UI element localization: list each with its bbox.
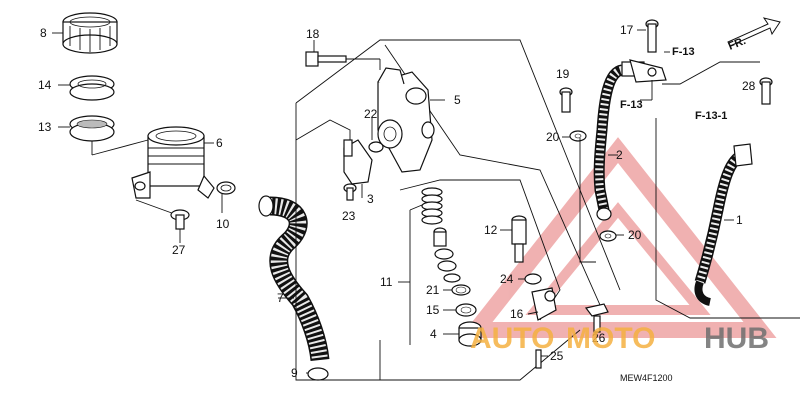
bolt-28 bbox=[759, 77, 773, 105]
callout-4: 4 bbox=[430, 327, 437, 341]
ref-f13-1: F-13-1 bbox=[695, 110, 727, 122]
callout-12: 12 bbox=[484, 223, 498, 237]
diaphragm bbox=[69, 115, 115, 142]
brake-hose-1 bbox=[694, 143, 753, 306]
callout-15: 15 bbox=[426, 303, 440, 317]
callout-18: 18 bbox=[306, 27, 320, 41]
callout-25: 25 bbox=[550, 349, 564, 363]
watermark-triangle bbox=[459, 137, 777, 338]
reference-labels: F-13 F-13 F-13-1 FR. MEW4F1200 bbox=[620, 35, 748, 383]
reservoir-hose bbox=[258, 195, 330, 362]
drawing-code: MEW4F1200 bbox=[620, 373, 673, 383]
callout-16: 16 bbox=[510, 307, 524, 321]
front-direction-arrow bbox=[727, 17, 781, 47]
callout-20b: 20 bbox=[628, 228, 642, 242]
callout-11: 11 bbox=[380, 275, 393, 289]
callout-17: 17 bbox=[620, 23, 634, 37]
watermark-auto: AUTO bbox=[470, 322, 554, 355]
callout-22: 22 bbox=[364, 107, 378, 121]
master-cylinder-body bbox=[377, 67, 445, 173]
callout-24: 24 bbox=[500, 272, 514, 286]
callout-10: 10 bbox=[216, 217, 230, 231]
callout-21: 21 bbox=[426, 283, 440, 297]
callout-1: 1 bbox=[736, 213, 743, 227]
callout-7: 7 bbox=[277, 291, 284, 305]
callout-28: 28 bbox=[742, 79, 756, 93]
callout-23: 23 bbox=[342, 209, 356, 223]
cap-plate bbox=[69, 75, 115, 101]
lock-nut-24 bbox=[518, 273, 542, 285]
guide-lines-right bbox=[579, 61, 800, 319]
sealing-washer-20b bbox=[599, 230, 624, 242]
piston bbox=[433, 227, 461, 283]
hose-clamp-9 bbox=[306, 367, 329, 381]
o-ring-22 bbox=[368, 118, 384, 153]
joint-pin-26 bbox=[584, 303, 609, 333]
push-rod-4 bbox=[443, 321, 482, 347]
watermark-moto: MOTO bbox=[566, 322, 655, 355]
watermark-logo: AUTO MOTO HUB bbox=[470, 322, 769, 355]
piston-spring bbox=[421, 187, 443, 225]
callout-labels: 8 14 13 6 10 27 7 9 18 5 22 3 23 11 21 1… bbox=[38, 23, 756, 380]
callout-19: 19 bbox=[556, 67, 570, 81]
callout-27: 27 bbox=[172, 243, 186, 257]
boot-15 bbox=[443, 303, 477, 317]
bolt-17 bbox=[637, 19, 659, 53]
screw-23 bbox=[343, 183, 357, 201]
joint-16 bbox=[527, 287, 557, 321]
inlet-joint bbox=[343, 139, 373, 198]
callout-6: 6 bbox=[216, 136, 223, 150]
bolt-19 bbox=[559, 87, 573, 113]
hose-clamp-10 bbox=[216, 181, 236, 195]
bolt-18 bbox=[305, 40, 381, 70]
piston-leader bbox=[398, 204, 423, 345]
cotter-pin-25 bbox=[535, 349, 548, 369]
sealing-washer-20a bbox=[562, 130, 587, 142]
hose-joint-top bbox=[629, 59, 667, 101]
watermark-hub: HUB bbox=[704, 322, 769, 355]
callout-14: 14 bbox=[38, 78, 52, 92]
callout-9: 9 bbox=[291, 366, 298, 380]
reservoir-body bbox=[131, 126, 215, 199]
callout-26: 26 bbox=[592, 331, 606, 345]
callout-20a: 20 bbox=[546, 130, 560, 144]
ref-f13-top: F-13 bbox=[672, 46, 695, 58]
bolt-27 bbox=[170, 209, 190, 230]
reservoir-cap bbox=[62, 12, 118, 54]
circlip-21 bbox=[443, 284, 471, 296]
push-rod-12 bbox=[500, 215, 527, 263]
callout-8: 8 bbox=[40, 26, 47, 40]
callout-13: 13 bbox=[38, 120, 52, 134]
ref-f13-bottom: F-13 bbox=[620, 99, 643, 111]
callout-2: 2 bbox=[616, 148, 623, 162]
callout-5: 5 bbox=[454, 93, 461, 107]
callout-3: 3 bbox=[367, 192, 374, 206]
